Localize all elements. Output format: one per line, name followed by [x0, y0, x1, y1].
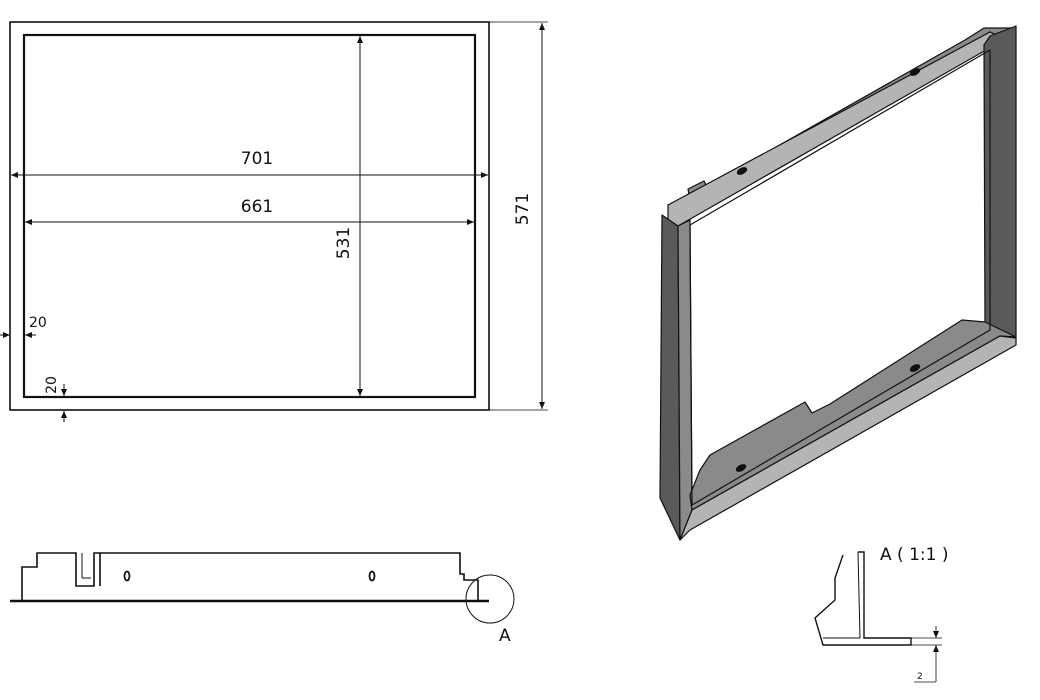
label-inner-width: 661 [241, 197, 273, 217]
isometric-view [659, 25, 1017, 541]
detail-marker-circle [465, 574, 515, 624]
right-side-wall [983, 25, 1017, 349]
slot-bottom-right [909, 364, 921, 372]
inner-opening-edge [689, 49, 991, 506]
label-outer-height: 571 [513, 193, 533, 225]
bottom-flange [689, 319, 1017, 511]
label-inner-height: 531 [334, 227, 354, 259]
bottom-rail [679, 335, 1017, 541]
section-detail-label: A [499, 626, 511, 646]
dimension-outer-height [489, 21, 548, 411]
slot-bottom-left [735, 464, 747, 472]
inner-opening-outline [22, 33, 477, 399]
left-side-wall [659, 214, 681, 541]
top-rail [667, 27, 1017, 227]
slot-top-right [909, 68, 921, 76]
detail-title: A ( 1:1 ) [880, 545, 948, 565]
section-view [10, 552, 515, 624]
slot-top-left [736, 167, 748, 175]
section-profile [21, 552, 479, 600]
label-thickness: 2 [917, 672, 923, 682]
label-border-bottom: 20 [44, 376, 60, 394]
label-outer-width: 701 [241, 149, 273, 169]
label-border-side: 20 [29, 315, 47, 331]
section-slot-right [368, 570, 376, 582]
section-slot-left [123, 570, 131, 582]
detail-view [814, 551, 942, 683]
outer-frame-outline [9, 21, 490, 411]
front-view [0, 21, 548, 422]
detail-profile [814, 551, 912, 646]
